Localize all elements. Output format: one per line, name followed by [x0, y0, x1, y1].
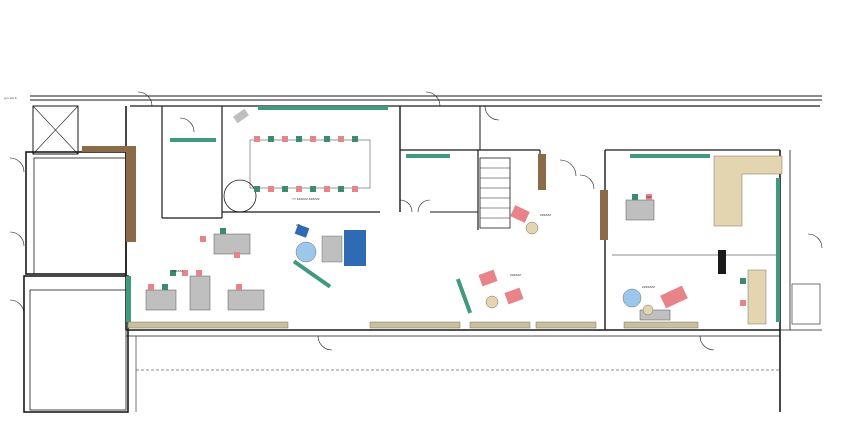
chair — [310, 186, 316, 192]
chair — [254, 186, 260, 192]
counters — [127, 155, 783, 329]
chair — [338, 136, 344, 142]
desks — [145, 199, 671, 321]
chair — [324, 186, 330, 192]
chair — [282, 186, 288, 192]
labels: g.m.a.b.b YY ZZZZZZ ZZZZZZ ZZZZZZ ZZZZZZ… — [4, 96, 655, 289]
chair — [740, 278, 746, 284]
chair — [282, 136, 288, 142]
chair — [646, 194, 652, 200]
chair — [324, 136, 330, 142]
chair — [352, 136, 358, 142]
chair — [182, 270, 188, 276]
chair — [352, 186, 358, 192]
chair — [170, 270, 176, 276]
chair — [162, 284, 168, 290]
corner-label: g.m.a.b.b — [4, 96, 17, 100]
walls — [23, 95, 822, 413]
desk-label-left: ZZZZZZ — [172, 269, 183, 273]
meeting-label: YY ZZZZZZ ZZZZZZ — [292, 197, 320, 201]
label-blue: ZZ — [296, 223, 300, 227]
label-office: ZZZ — [646, 195, 652, 199]
meeting-area — [223, 108, 371, 213]
wood-panels — [82, 146, 608, 242]
chair — [220, 228, 226, 234]
chair — [196, 270, 202, 276]
label-mid-1: ZZZZZZ — [510, 273, 521, 277]
chair — [234, 252, 240, 258]
label-mid-2: ZZZZZZ — [540, 213, 551, 217]
chair — [268, 186, 274, 192]
lounge-furniture — [292, 205, 767, 325]
chair — [200, 236, 206, 242]
label-right: ZZZZZZZ — [642, 285, 655, 289]
chair — [236, 284, 242, 290]
teal-fixtures — [126, 106, 780, 322]
chair — [296, 136, 302, 142]
chairs — [148, 136, 746, 306]
door-swings — [9, 91, 823, 351]
chair — [338, 186, 344, 192]
chair — [310, 136, 316, 142]
chair — [148, 284, 154, 290]
chair — [740, 300, 746, 306]
chair — [296, 186, 302, 192]
chair — [632, 194, 638, 200]
chair — [254, 136, 260, 142]
chair — [268, 136, 274, 142]
